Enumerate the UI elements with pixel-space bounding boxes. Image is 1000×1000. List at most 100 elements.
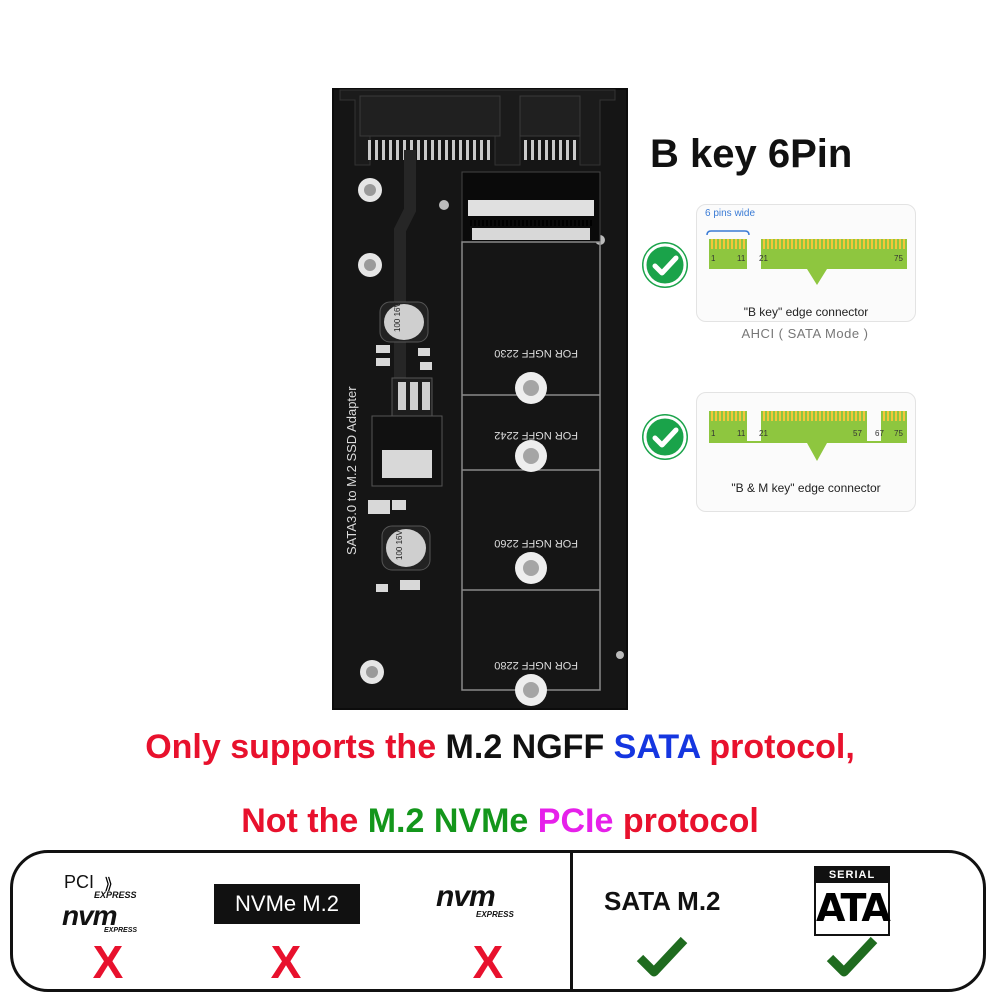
connector-pin [743,411,745,421]
connector-pin [424,140,427,160]
connector-pin [735,411,737,421]
connector-pin [883,239,885,249]
connector-pin [546,220,548,226]
nvm-logo-text: nvm [62,900,118,931]
connector-pin [382,140,385,160]
connector-pin [847,411,849,421]
connector-pin [573,140,576,160]
connector-pin [518,220,520,226]
connector-pin [791,239,793,249]
connector-pin [863,411,865,421]
nvm-express-small-text: EXPRESS [104,927,138,934]
capacitor-label-1: 100 16V [393,302,402,332]
connector-pin [791,411,793,421]
connector-pin [545,140,548,160]
pci-chevron-icon: ⟫ [104,876,113,893]
checkmark-icon [636,934,688,985]
pin-number: 75 [894,254,903,263]
nvm-express-logo: nvm EXPRESS [436,880,546,930]
connector-pin [731,411,733,421]
pin-number: 11 [737,254,746,263]
connector-pin [795,239,797,249]
connector-pin [787,411,789,421]
connector-pin [542,220,544,226]
connector-pin [531,140,534,160]
connector-pin [767,239,769,249]
cross-mark-icon: X [270,936,302,988]
b-key-connector-card: 6 pins wide 1 11 21 75 "B key" edge conn… [696,204,916,322]
connector-pin [891,239,893,249]
bm-key-caption: "B & M key" edge connector [731,481,881,495]
connector-pin [574,220,576,226]
connector-pin [807,411,809,421]
b-key-caption: "B key" edge connector [743,305,869,319]
connector-pin [815,411,817,421]
checkmark-icon [826,934,878,985]
nvm-express-small-text: EXPRESS [476,910,514,919]
ata-logo-text: ATA [816,886,891,930]
connector-pin [847,239,849,249]
connector-pin [558,220,560,226]
connector-pin [739,411,741,421]
connector-pin [396,140,399,160]
connector-pin [763,411,765,421]
connector-pin [466,140,469,160]
nvme-m2-logo-text: NVMe M.2 [235,891,339,916]
board-vertical-label: SATA3.0 to M.2 SSD Adapter [344,386,359,555]
connector-pin [559,140,562,160]
connector-pin [799,239,801,249]
connector-pin [431,140,434,160]
connector-pin [839,411,841,421]
connector-pin [823,411,825,421]
connector-pin [779,239,781,249]
connector-pin [831,239,833,249]
connector-pin [578,220,580,226]
connector-pin [582,220,584,226]
connector-pin [899,411,901,421]
connector-pin [827,411,829,421]
connector-pin [554,220,556,226]
connector-pin [831,411,833,421]
connector-pin [715,411,717,421]
connector-pin [803,239,805,249]
connector-pin [566,220,568,226]
connector-pin [823,239,825,249]
connector-pin [719,411,721,421]
connector-pin [811,239,813,249]
connector-pin [867,239,869,249]
connector-pin [723,239,725,249]
connector-pin [590,220,592,226]
connector-pin [506,220,508,226]
connector-pin [562,220,564,226]
capacitor-label-2: 100 16V [395,530,404,560]
sata-m2-logo: SATA M.2 [604,886,721,916]
connector-pin [522,220,524,226]
connector-pin [859,239,861,249]
connector-pin [570,220,572,226]
connector-pin [799,411,801,421]
connector-pin [851,239,853,249]
cross-mark-icon: X [92,936,124,988]
connector-pin [534,220,536,226]
compatibility-divider [570,850,573,992]
connector-pin [510,220,512,226]
headline-2-part1: Not the [241,802,368,840]
connector-pin [875,239,877,249]
connector-pin [480,140,483,160]
connector-pin [438,140,441,160]
headline-1-part1: Only supports the [145,728,446,766]
connector-pin [566,140,569,160]
bm-key-connector-card: 1 11 21 57 67 75 "B & M key" edge connec… [696,392,916,512]
connector-pin [863,239,865,249]
connector-pin [417,140,420,160]
connector-pin [871,239,873,249]
connector-pin [835,239,837,249]
headline-2-part4: protocol [613,802,759,840]
connector-pin [727,239,729,249]
connector-pin [903,411,905,421]
connector-pin [375,140,378,160]
pci-logo-text: PCI [64,872,95,892]
connector-pin [711,239,713,249]
express-logo-text: EXPRESS [94,890,137,900]
connector-pin [530,220,532,226]
